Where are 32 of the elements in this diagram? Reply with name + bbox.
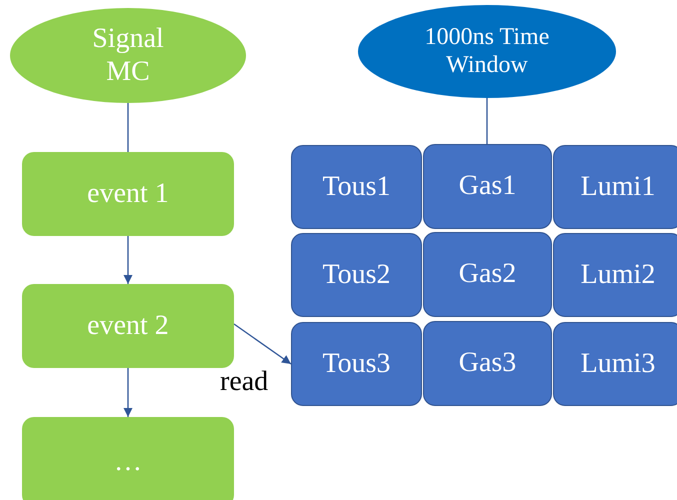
connector-line [486, 98, 488, 144]
process-box [423, 232, 552, 317]
node-text: Gas3 [458, 347, 516, 380]
node-text: event 1 [87, 178, 169, 210]
process-box [553, 145, 677, 229]
arrow [234, 323, 292, 365]
node-text: Tous1 [322, 170, 391, 204]
node-text: Lumi3 [580, 348, 656, 380]
node-text: 1000ns Time Window [424, 24, 550, 80]
process-box [22, 284, 234, 368]
process-box [553, 322, 677, 406]
process-box [22, 152, 234, 236]
process-box [291, 233, 422, 317]
process-box [291, 322, 422, 406]
process-box [553, 233, 677, 317]
process-box [22, 417, 234, 500]
node-text: Gas1 [458, 170, 516, 203]
node-text: Tous3 [322, 348, 391, 380]
node-text: event 2 [87, 310, 169, 342]
connector-line [127, 103, 129, 152]
process-box [291, 145, 422, 229]
node-text: … [114, 446, 142, 478]
edge-label: read [220, 366, 268, 398]
node-text: Lumi2 [580, 258, 656, 292]
node-text: Lumi1 [580, 170, 656, 204]
node-text: Tous2 [322, 258, 391, 292]
node-text: Signal MC [91, 23, 165, 88]
arrow [124, 236, 132, 284]
arrow [124, 368, 132, 417]
process-box [423, 321, 552, 406]
process-box [423, 144, 552, 229]
node-text: Gas2 [458, 258, 516, 291]
